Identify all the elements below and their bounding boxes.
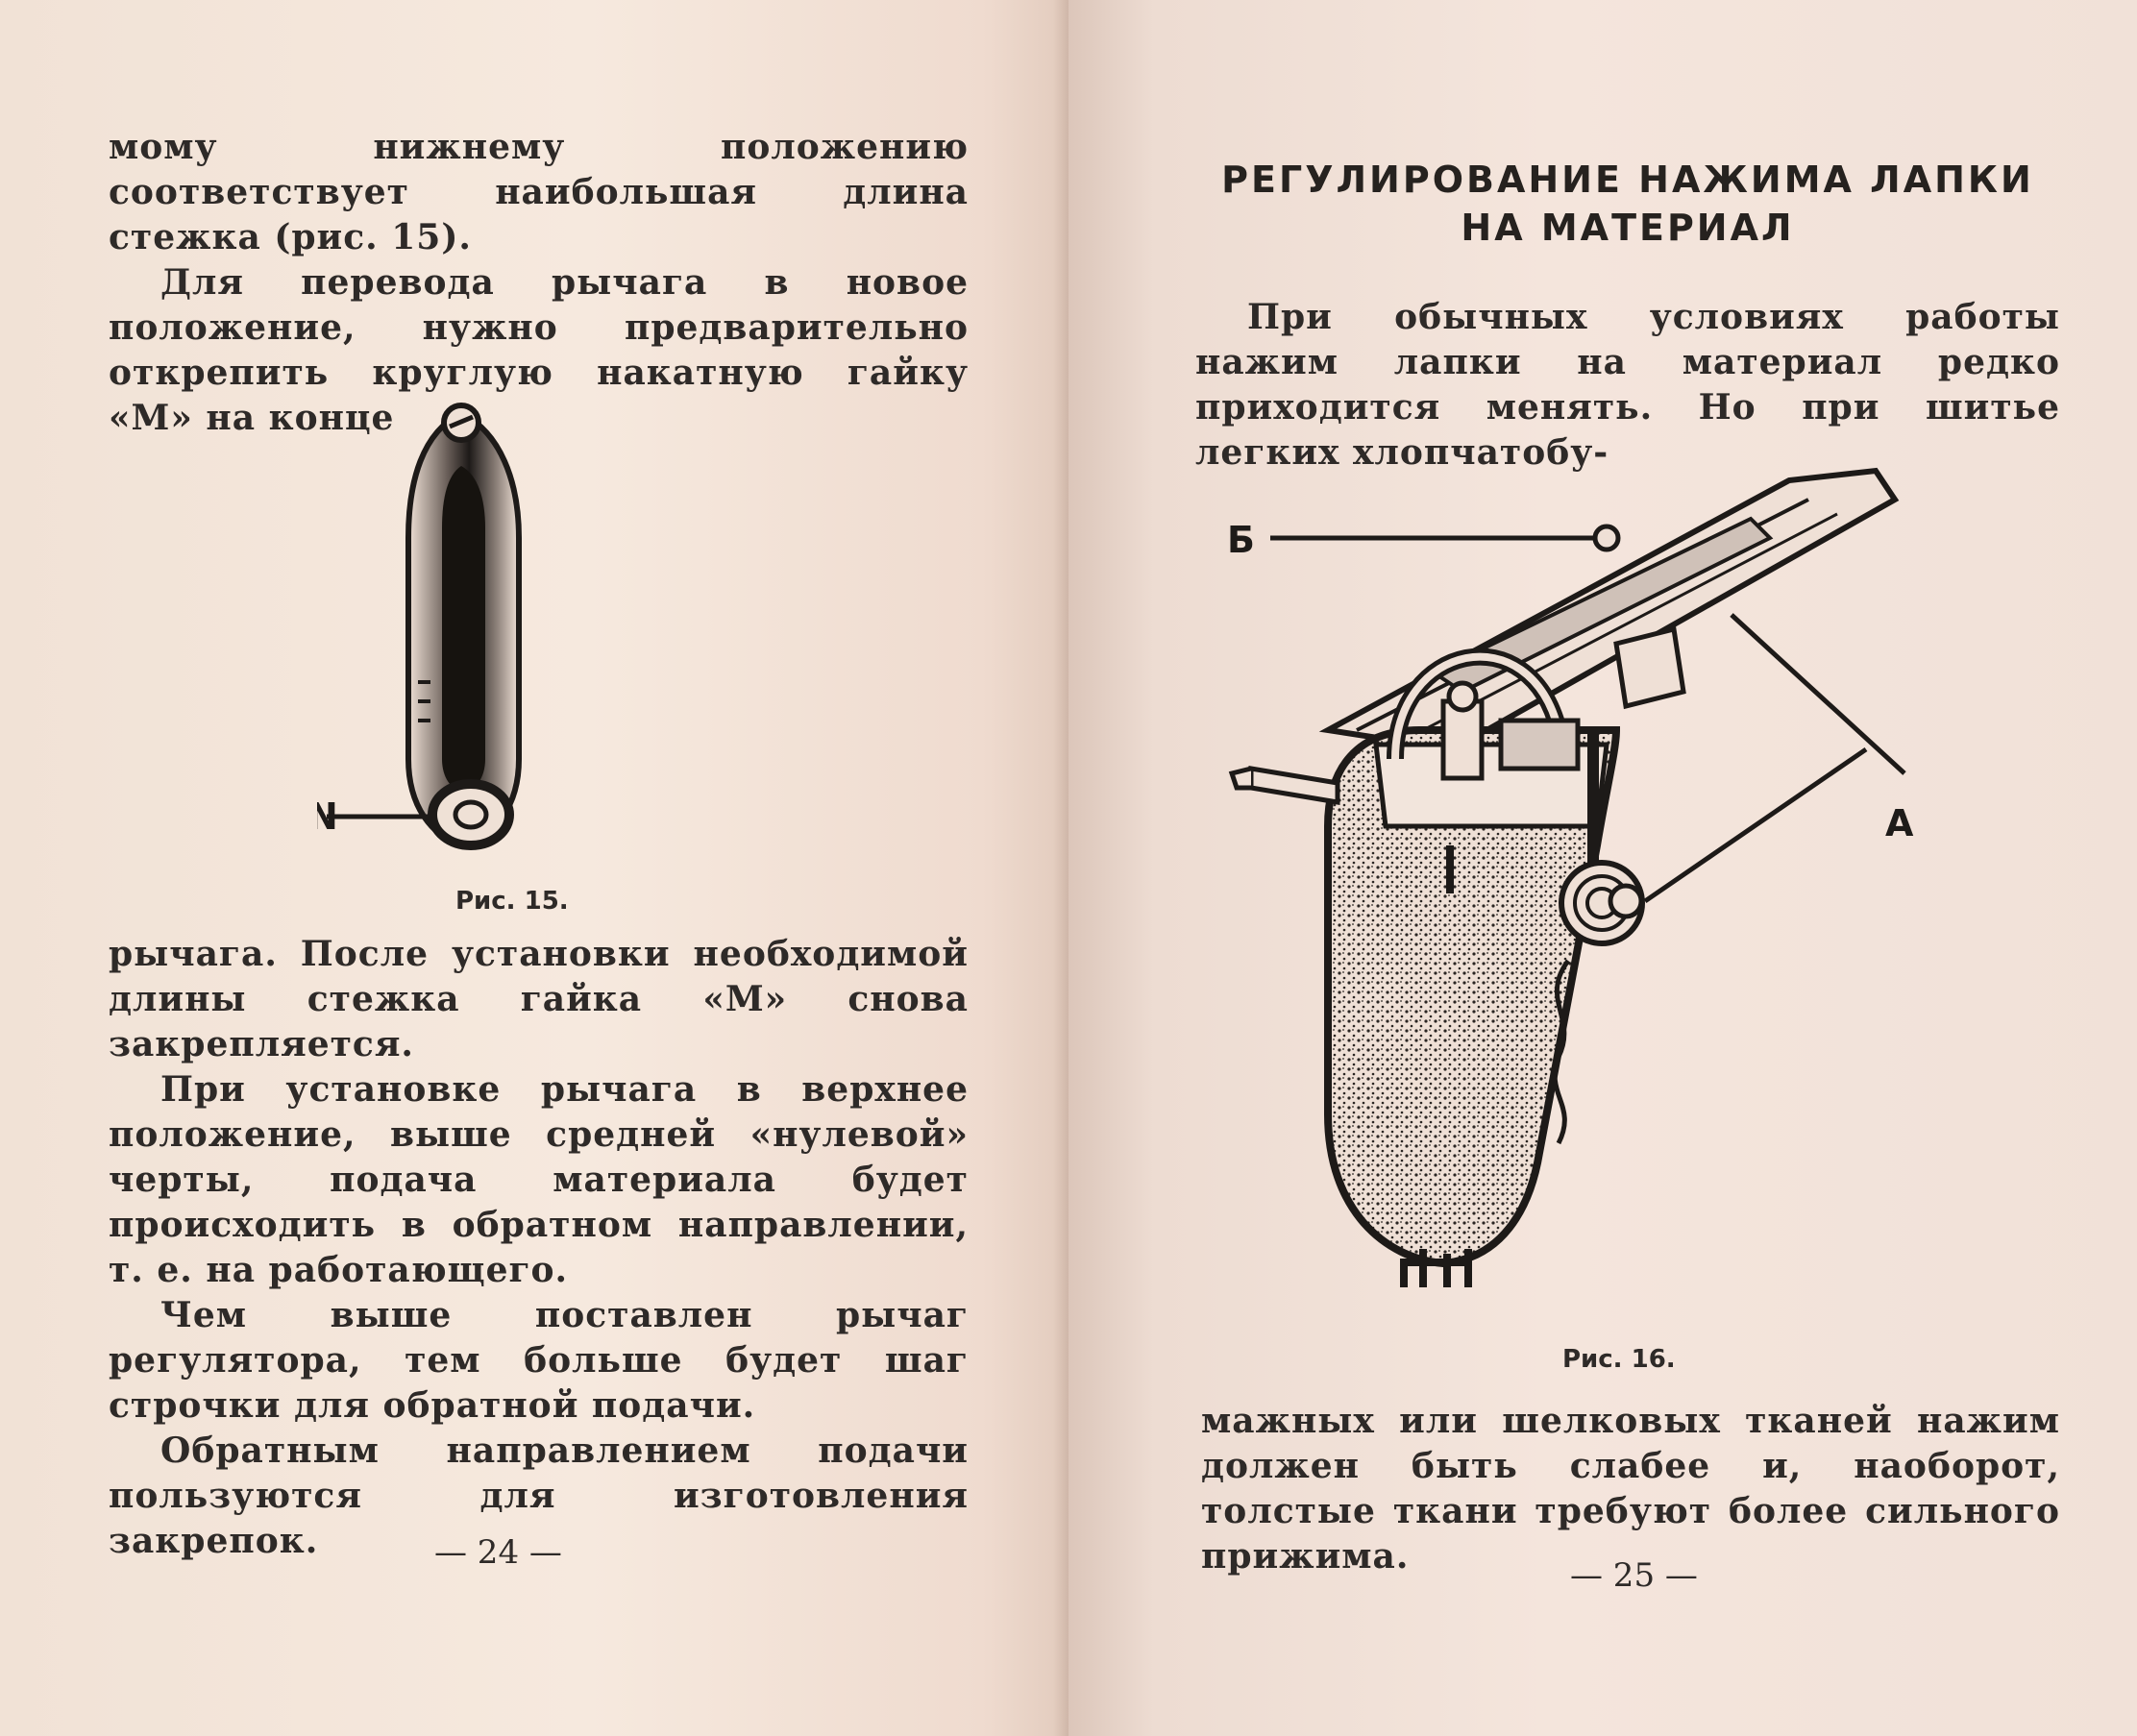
section-heading: РЕГУЛИРОВАНИЕ НАЖИМА ЛАПКИ НА МАТЕРИАЛ bbox=[1195, 156, 2060, 252]
left-text-top: мому нижнему положению соответствует наи… bbox=[109, 125, 969, 441]
figure-16: Б А bbox=[1213, 442, 2001, 1291]
left-text-bottom: рычага. После установки необходимой длин… bbox=[109, 932, 969, 1564]
figure-15: N bbox=[307, 394, 644, 878]
figure-15-caption: Рис. 15. bbox=[455, 887, 569, 916]
figure-16-caption: Рис. 16. bbox=[1562, 1345, 1676, 1374]
right-text-bottom: мажных или шелковых тканей нажим должен … bbox=[1201, 1399, 2060, 1579]
presser-foot-regulator-illustration: Б А bbox=[1227, 467, 1914, 1287]
paragraph: При установке рычага в верхнее положение… bbox=[109, 1069, 969, 1290]
paragraph: При обычных условиях работы нажим лапки … bbox=[1195, 297, 2060, 473]
paragraph: мажных или шелковых тканей нажим должен … bbox=[1201, 1401, 2060, 1577]
figure-16-label-a: А bbox=[1885, 802, 1914, 844]
paragraph: рычага. После установки необходимой длин… bbox=[109, 934, 969, 1064]
page-number-left: — 24 — bbox=[434, 1533, 562, 1572]
heading-line-2: НА МАТЕРИАЛ bbox=[1461, 207, 1795, 249]
paragraph: Для перевода рычага в новое положение, н… bbox=[109, 262, 969, 438]
paragraph: Чем выше поставлен рычаг регулятора, тем… bbox=[109, 1295, 969, 1426]
left-page: мому нижнему положению соответствует наи… bbox=[0, 0, 1068, 1736]
figure-15-label: N bbox=[317, 795, 338, 838]
right-page: РЕГУЛИРОВАНИЕ НАЖИМА ЛАПКИ НА МАТЕРИАЛ П… bbox=[1068, 0, 2137, 1736]
heading-line-1: РЕГУЛИРОВАНИЕ НАЖИМА ЛАПКИ bbox=[1221, 159, 2034, 201]
right-text-intro: При обычных условиях работы нажим лапки … bbox=[1195, 295, 2060, 476]
figure-16-label-b: Б bbox=[1227, 519, 1255, 561]
stitch-regulator-illustration: N bbox=[307, 403, 522, 850]
page-number-right: — 25 — bbox=[1570, 1556, 1698, 1595]
paragraph: мому нижнему положению соответствует наи… bbox=[109, 127, 969, 257]
paragraph: Обратным направлением подачи пользуются … bbox=[109, 1430, 969, 1561]
